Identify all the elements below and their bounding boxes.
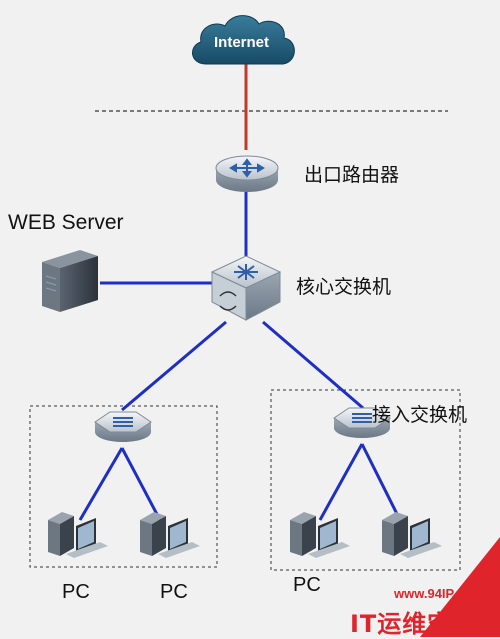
link-left-access-pc1 bbox=[78, 447, 124, 521]
link-right-access-pc1 bbox=[318, 443, 364, 521]
router-label: 出口路由器 bbox=[304, 164, 400, 186]
web-server-icon bbox=[42, 250, 98, 312]
pc-label: PC bbox=[160, 581, 188, 603]
link-core-left-access bbox=[121, 320, 227, 412]
right-access-group bbox=[270, 389, 461, 571]
router-icon bbox=[215, 155, 279, 192]
internet-cloud-icon bbox=[192, 15, 295, 65]
watermark-corner bbox=[420, 537, 500, 637]
core-switch-icon bbox=[210, 255, 282, 321]
access-switch-left-icon bbox=[94, 411, 152, 442]
access-switch-right-icon bbox=[333, 407, 391, 438]
internet-label: Internet bbox=[214, 34, 270, 51]
pc-label: PC bbox=[62, 581, 90, 603]
pc-icon bbox=[140, 512, 200, 558]
pc-icon bbox=[48, 512, 108, 558]
pc-label: PC bbox=[293, 574, 321, 596]
watermark-url: www.94IP.com bbox=[394, 586, 483, 601]
watermark-brand: IT运维空间 bbox=[350, 610, 478, 638]
link-left-access-pc2 bbox=[120, 447, 162, 521]
pc-icon bbox=[290, 512, 350, 558]
link-right-access-pc2 bbox=[360, 443, 402, 521]
web-server-label: WEB Server bbox=[8, 211, 124, 234]
core-switch-label: 核心交换机 bbox=[296, 276, 392, 298]
pc-icon bbox=[382, 512, 442, 558]
access-switch-label: 接入交换机 bbox=[372, 404, 468, 426]
link-core-right-access bbox=[262, 320, 364, 410]
